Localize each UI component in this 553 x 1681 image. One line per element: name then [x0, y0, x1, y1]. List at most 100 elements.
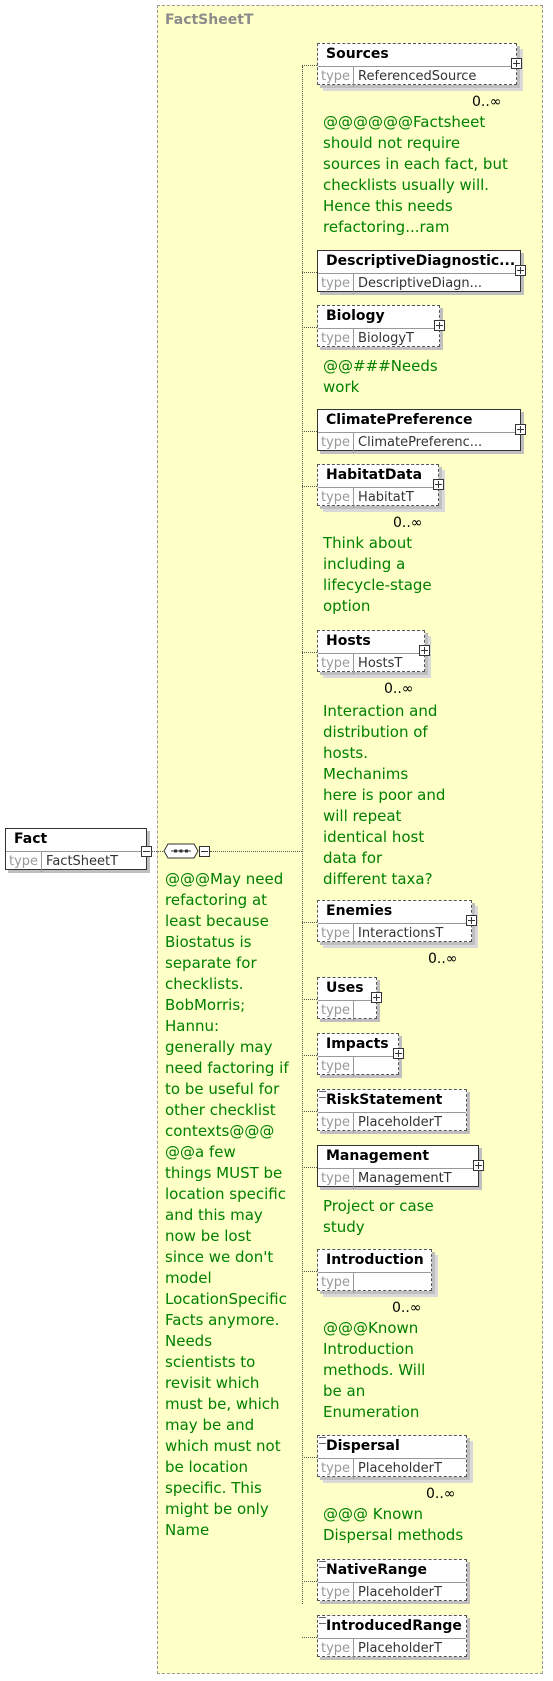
- element-connector: [302, 1271, 317, 1272]
- element-name: Introduction: [326, 1252, 424, 1268]
- element-name: Hosts: [326, 633, 371, 649]
- root-element-type: FactSheetT: [46, 854, 119, 869]
- element-name: Management: [326, 1148, 430, 1164]
- element-type: PlaceholderT: [358, 1115, 442, 1130]
- element-name: NativeRange: [326, 1562, 427, 1578]
- expand-icon[interactable]: [419, 645, 430, 656]
- element-documentation: Think about including a lifecycle-stage …: [323, 534, 432, 615]
- element-connector: [302, 652, 317, 653]
- sequence-compositor-icon[interactable]: [163, 843, 199, 859]
- type-label: type: [318, 924, 355, 944]
- root-connector: [147, 851, 163, 852]
- element-documentation: Project or case study: [323, 1197, 434, 1236]
- element-type: PlaceholderT: [358, 1585, 442, 1600]
- element-name: IntroducedRange: [326, 1618, 462, 1634]
- element-connector: [302, 486, 317, 487]
- element-connector: [302, 1581, 317, 1582]
- type-label: type: [318, 654, 355, 674]
- root-element-fact[interactable]: Fact type FactSheetT: [5, 828, 147, 872]
- cardinality-label: 0..∞: [472, 94, 502, 110]
- cardinality-label: 0..∞: [426, 1486, 456, 1502]
- element-type: InteractionsT: [358, 926, 444, 941]
- sequence-connector: [210, 851, 302, 852]
- expand-icon[interactable]: [434, 320, 445, 331]
- cardinality-label: 0..∞: [428, 951, 458, 967]
- element-connector: [302, 999, 317, 1000]
- cardinality-label: 0..∞: [384, 681, 414, 697]
- type-label: type: [318, 1583, 355, 1603]
- type-label: type: [318, 1273, 355, 1293]
- cardinality-label: 0..∞: [393, 515, 423, 531]
- element-type: PlaceholderT: [358, 1641, 442, 1656]
- element-connector: [302, 922, 317, 923]
- expand-icon[interactable]: [371, 992, 382, 1003]
- element-type: ManagementT: [358, 1171, 452, 1186]
- expand-icon[interactable]: [511, 58, 522, 69]
- annotation-icon: [319, 1091, 326, 1098]
- type-label: type: [318, 67, 355, 87]
- expand-icon[interactable]: [433, 479, 444, 490]
- element-type: ReferencedSource: [358, 69, 477, 84]
- type-label: type: [318, 1057, 355, 1077]
- element-name: Sources: [326, 46, 389, 62]
- element-connector: [302, 65, 317, 66]
- element-name: ClimatePreference: [326, 412, 473, 428]
- type-label: type: [318, 1459, 355, 1479]
- expand-icon[interactable]: [515, 265, 526, 276]
- element-name: Biology: [326, 308, 385, 324]
- annotation-icon: [319, 1561, 326, 1568]
- collapse-icon[interactable]: [141, 846, 152, 857]
- element-documentation: @@###Needs work: [323, 357, 438, 396]
- element-type: PlaceholderT: [358, 1461, 442, 1476]
- element-connector: [302, 272, 317, 273]
- element-type: ClimatePreferenc...: [358, 435, 483, 450]
- type-label: type: [318, 1169, 355, 1189]
- type-label: type: [6, 852, 43, 872]
- element-name: RiskStatement: [326, 1092, 443, 1108]
- expand-icon[interactable]: [393, 1048, 404, 1059]
- type-label: type: [318, 329, 355, 349]
- type-label: type: [318, 488, 355, 508]
- sequence-documentation: @@@May need refactoring at least because…: [165, 870, 289, 1539]
- element-connector: [302, 1055, 317, 1056]
- element-connector: [302, 431, 317, 432]
- element-name: HabitatData: [326, 467, 423, 483]
- element-connector: [302, 327, 317, 328]
- sequence-spine: [302, 66, 303, 1604]
- expand-icon[interactable]: [515, 424, 526, 435]
- element-type: [354, 1057, 362, 1077]
- expand-icon[interactable]: [466, 915, 477, 926]
- element-documentation: @@@Known Introduction methods. Will be a…: [323, 1319, 426, 1421]
- element-name: Impacts: [326, 1036, 389, 1052]
- cardinality-label: 0..∞: [392, 1300, 422, 1316]
- collapse-icon[interactable]: [199, 846, 210, 857]
- type-label: type: [318, 1001, 355, 1021]
- expand-icon[interactable]: [473, 1160, 484, 1171]
- element-documentation: Interaction and distribution of hosts. M…: [323, 702, 446, 888]
- element-impacts[interactable]: Impacts type: [317, 1033, 399, 1077]
- element-name: Enemies: [326, 903, 393, 919]
- annotation-icon: [319, 1617, 326, 1624]
- element-type: HabitatT: [358, 490, 414, 505]
- element-connector: [302, 1457, 317, 1458]
- element-introduction[interactable]: Introduction type: [317, 1249, 432, 1293]
- element-type: HostsT: [358, 656, 403, 671]
- element-documentation: @@@@@@Factsheet should not require sourc…: [323, 113, 508, 236]
- type-label: type: [318, 1113, 355, 1133]
- type-label: type: [318, 274, 355, 294]
- element-name: Dispersal: [326, 1438, 400, 1454]
- element-type: [354, 1273, 362, 1293]
